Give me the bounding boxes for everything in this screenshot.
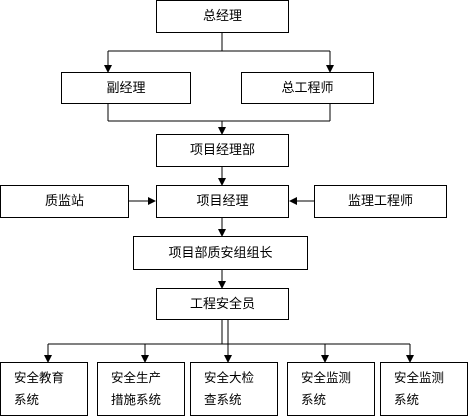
chief-engineer-label: 总工程师 bbox=[281, 80, 334, 96]
system-label-line2: 系统 bbox=[14, 391, 40, 407]
project-dept-box: 项目经理部 bbox=[156, 134, 289, 167]
supervising-engineer-label: 监理工程师 bbox=[347, 194, 413, 209]
system-label-line1: 安全生产 bbox=[111, 370, 162, 385]
project-manager-box: 项目经理 bbox=[156, 185, 289, 218]
system-box: 安全大检 查系统 bbox=[190, 362, 278, 416]
safety-group-leader-box: 项目部质安组组长 bbox=[133, 236, 308, 270]
system-label-line1: 安全监测 bbox=[301, 370, 352, 385]
project-manager-label: 项目经理 bbox=[196, 194, 249, 209]
project-dept-label: 项目经理部 bbox=[189, 143, 255, 158]
system-label-line1: 安全监测 bbox=[394, 370, 445, 385]
supervising-engineer-box: 监理工程师 bbox=[314, 185, 447, 218]
quality-station-label: 质监站 bbox=[44, 194, 84, 209]
deputy-manager-label: 副经理 bbox=[106, 80, 146, 96]
system-label-line1: 安全大检 bbox=[204, 370, 255, 385]
system-box: 安全生产 措施系统 bbox=[97, 362, 185, 416]
system-label-line2: 系统 bbox=[394, 391, 420, 407]
system-label-line2: 措施系统 bbox=[111, 391, 162, 407]
system-label-line2: 查系统 bbox=[204, 391, 242, 407]
system-label-line1: 安全教育 bbox=[14, 370, 65, 385]
system-box: 安全教育 系统 bbox=[0, 362, 88, 416]
system-box: 安全监测 系统 bbox=[380, 362, 468, 416]
general-manager-label: 总经理 bbox=[202, 9, 242, 24]
system-label-line2: 系统 bbox=[301, 391, 327, 407]
system-box: 安全监测 系统 bbox=[287, 362, 375, 416]
general-manager-box: 总经理 bbox=[156, 0, 289, 33]
quality-station-box: 质监站 bbox=[0, 185, 129, 218]
safety-officer-label: 工程安全员 bbox=[189, 296, 255, 312]
chief-engineer-box: 总工程师 bbox=[241, 72, 374, 104]
safety-group-leader-label: 项目部质安组组长 bbox=[168, 245, 273, 261]
deputy-manager-box: 副经理 bbox=[61, 72, 191, 104]
safety-officer-box: 工程安全员 bbox=[156, 288, 289, 320]
